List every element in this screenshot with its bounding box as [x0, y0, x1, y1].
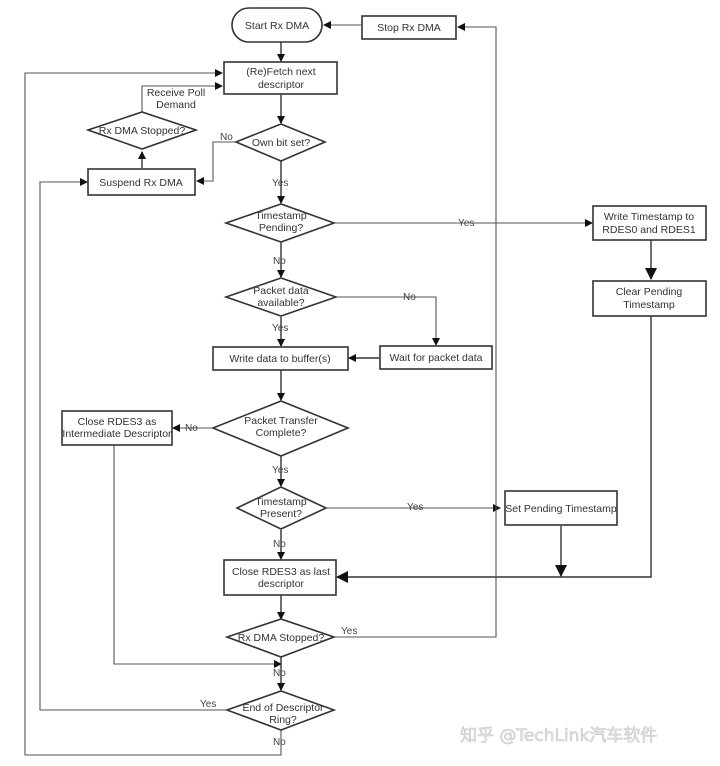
- svg-text:descriptor: descriptor: [258, 79, 305, 91]
- svg-text:End of Descriptor: End of Descriptor: [242, 702, 324, 714]
- connectors: [24, 21, 657, 756]
- svg-text:Timestamp: Timestamp: [623, 299, 675, 311]
- decision-own-bit-set: Own bit set?: [233, 123, 328, 162]
- decision-timestamp-pending: Timestamp Pending?: [223, 203, 337, 243]
- svg-text:Rx DMA Stopped?: Rx DMA Stopped?: [99, 125, 186, 137]
- label-stopped-yes: Yes: [341, 626, 357, 637]
- watermark: 知乎 @TechLink汽车软件: [460, 726, 657, 746]
- svg-text:Start Rx DMA: Start Rx DMA: [245, 20, 309, 32]
- label-own-yes: Yes: [272, 178, 288, 189]
- label-ts-pending-no: No: [273, 256, 286, 267]
- svg-text:Packet data: Packet data: [253, 285, 309, 297]
- node-write-timestamp: Write Timestamp to RDES0 and RDES1: [592, 205, 707, 241]
- decision-end-of-descriptor-ring: End of Descriptor Ring?: [224, 690, 337, 731]
- svg-text:Timestamp: Timestamp: [255, 496, 307, 508]
- node-close-last-descriptor: Close RDES3 as last descriptor: [223, 559, 337, 596]
- node-close-intermediate: Close RDES3 as Intermediate Descriptor: [61, 410, 173, 446]
- svg-text:Ring?: Ring?: [269, 714, 297, 726]
- svg-text:Rx DMA Stopped?: Rx DMA Stopped?: [238, 632, 325, 644]
- decision-rx-dma-stopped-bottom: Rx DMA Stopped?: [224, 618, 337, 658]
- svg-text:Stop Rx DMA: Stop Rx DMA: [377, 22, 441, 34]
- svg-text:Close RDES3 as last: Close RDES3 as last: [232, 566, 330, 578]
- node-stop-rx-dma: Stop Rx DMA: [361, 15, 457, 40]
- edge-ring-yes: [39, 178, 227, 711]
- svg-text:Suspend Rx DMA: Suspend Rx DMA: [99, 177, 182, 189]
- label-stopped-no: No: [273, 668, 286, 679]
- svg-text:Wait for packet data: Wait for packet data: [390, 352, 483, 364]
- node-wait-packet-data: Wait for packet data: [379, 345, 493, 370]
- edge-poll-fetch: [141, 82, 223, 112]
- label-complete-no: No: [185, 423, 198, 434]
- edge-ring-no: [24, 69, 282, 756]
- svg-text:Own bit set?: Own bit set?: [252, 137, 311, 149]
- edge-own-no: [196, 141, 236, 185]
- node-set-pending-timestamp: Set Pending Timestamp: [504, 490, 618, 526]
- label-avail-no: No: [403, 292, 416, 303]
- decision-rx-dma-stopped-top: Rx DMA Stopped?: [85, 111, 199, 150]
- svg-text:available?: available?: [257, 297, 304, 309]
- svg-text:Clear Pending: Clear Pending: [616, 286, 683, 298]
- svg-text:Present?: Present?: [260, 508, 302, 520]
- edge-stopped-yes: [334, 23, 497, 638]
- svg-text:Write data to buffer(s): Write data to buffer(s): [229, 353, 330, 365]
- svg-text:Demand: Demand: [156, 99, 196, 111]
- label-receive-poll-demand: Receive Poll: [147, 87, 205, 99]
- svg-text:Complete?: Complete?: [256, 427, 307, 439]
- svg-text:Write Timestamp to: Write Timestamp to: [604, 211, 694, 223]
- svg-text:Intermediate Descriptor: Intermediate Descriptor: [62, 428, 172, 440]
- label-present-no: No: [273, 539, 286, 550]
- node-write-data-buffers: Write data to buffer(s): [212, 346, 349, 371]
- label-ts-pending-yes: Yes: [458, 218, 474, 229]
- node-clear-pending-timestamp: Clear Pending Timestamp: [592, 280, 707, 317]
- label-present-yes: Yes: [407, 502, 423, 513]
- label-ring-yes: Yes: [200, 699, 216, 710]
- svg-text:Packet Transfer: Packet Transfer: [244, 415, 318, 427]
- edge-avail-no: [336, 296, 440, 346]
- decision-packet-data-available: Packet data available?: [223, 277, 339, 317]
- edge-inter-join: [113, 445, 282, 668]
- svg-text:descriptor: descriptor: [258, 578, 305, 590]
- label-own-no: No: [220, 132, 233, 143]
- svg-text:(Re)Fetch next: (Re)Fetch next: [246, 66, 316, 78]
- node-start-rx-dma: Start Rx DMA: [231, 7, 323, 43]
- node-suspend-rx-dma: Suspend Rx DMA: [87, 168, 196, 196]
- label-ring-no: No: [273, 737, 286, 748]
- svg-text:Set Pending Timestamp: Set Pending Timestamp: [505, 503, 617, 515]
- label-avail-yes: Yes: [272, 323, 288, 334]
- edge-clear-close-last: [336, 316, 652, 583]
- node-fetch-descriptor: (Re)Fetch next descriptor: [223, 61, 338, 95]
- svg-text:Timestamp: Timestamp: [255, 210, 307, 222]
- svg-text:RDES0 and RDES1: RDES0 and RDES1: [602, 224, 696, 236]
- svg-text:Close RDES3 as: Close RDES3 as: [78, 416, 157, 428]
- label-complete-yes: Yes: [272, 465, 288, 476]
- svg-text:Pending?: Pending?: [259, 222, 304, 234]
- decision-packet-transfer-complete: Packet Transfer Complete?: [210, 400, 351, 457]
- decision-timestamp-present: Timestamp Present?: [235, 486, 328, 530]
